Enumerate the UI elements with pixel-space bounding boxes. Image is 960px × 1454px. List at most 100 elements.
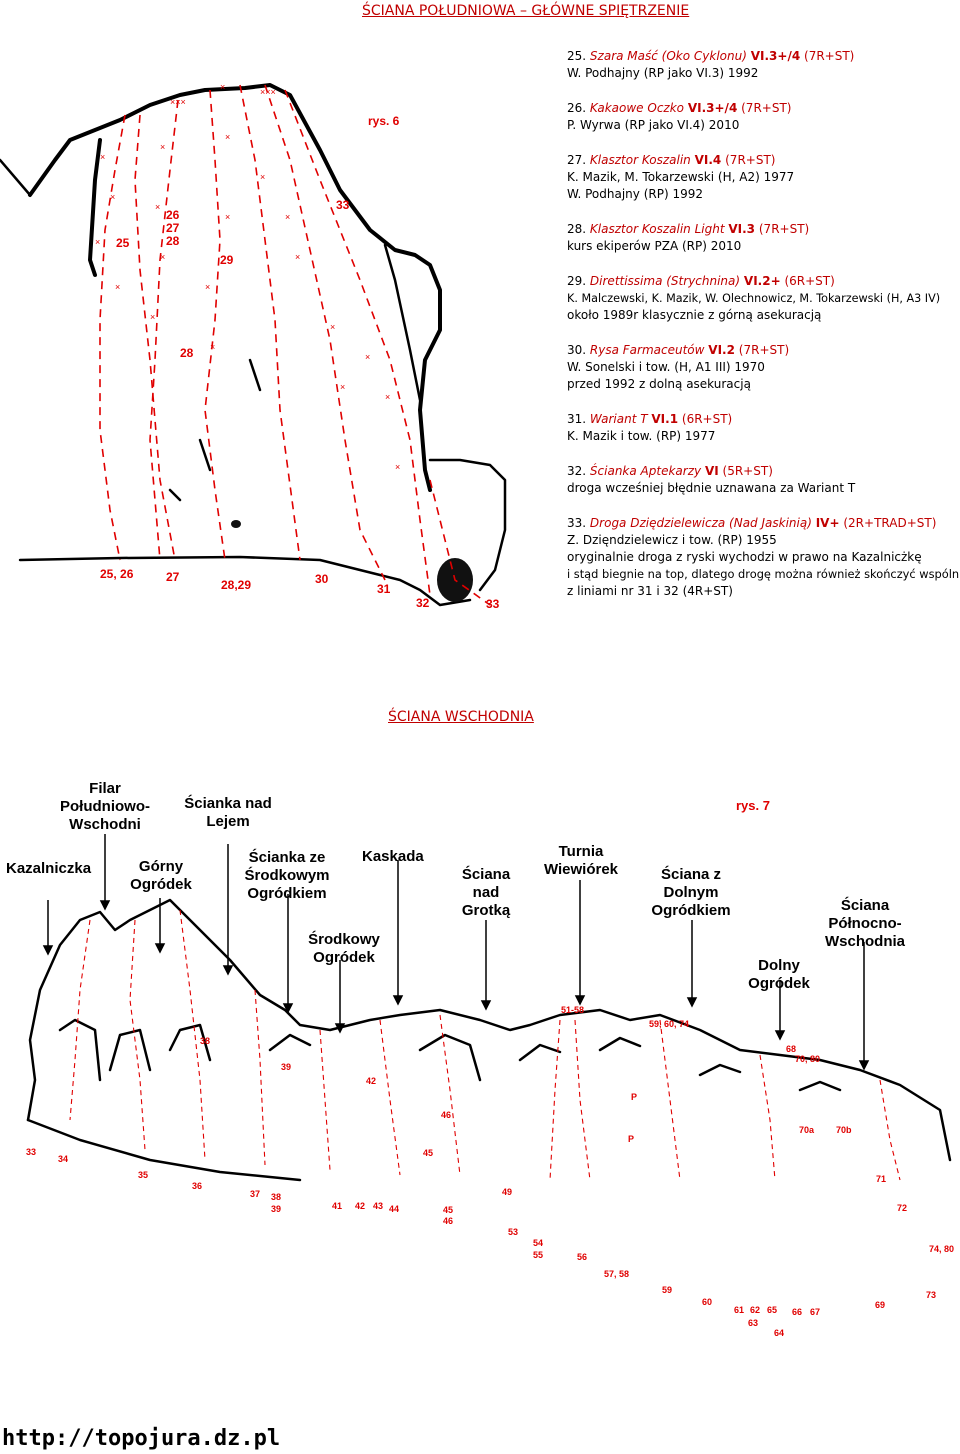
route-number-label: 39 (281, 1062, 292, 1072)
diagram-label: 25, 26 (100, 567, 134, 581)
route-number-label: 45 (443, 1205, 454, 1215)
area-label: Środkowy Ogródek (308, 931, 380, 966)
route-number-label: 53 (508, 1227, 519, 1237)
area-label: Turnia Wiewiórek (543, 843, 619, 878)
route-name: Direttissima (Strychnina) (589, 274, 741, 288)
route-name: Klasztor Koszalin Light (589, 222, 725, 236)
diagram-label: 26 (166, 208, 180, 222)
route-list: 25. Szara Maść (Oko Cyklonu) VI.3+/4 (7R… (567, 48, 960, 618)
diagram-label: 25 (116, 236, 130, 250)
route-number-label: 45 (423, 1148, 434, 1158)
diagram-label: 28 (180, 346, 194, 360)
route-number-label: 59, 60, 74 (649, 1019, 690, 1029)
route-name: Kakaowe Oczko (589, 101, 685, 115)
footer-url: http://topojura.dz.pl (2, 1426, 281, 1451)
route-note: droga wcześniej błędnie uznawana za Wari… (567, 481, 856, 495)
route-note: z liniami nr 31 i 32 (4R+ST) (567, 584, 733, 598)
svg-text:×: × (385, 392, 390, 402)
svg-text:×: × (100, 152, 105, 162)
svg-text:×××: ××× (260, 87, 276, 97)
route-number-label: 70, 80 (795, 1054, 821, 1064)
route-first-ascent: W. Podhajny (RP jako VI.3) 1992 (567, 66, 759, 80)
route-number-label: 36 (192, 1181, 203, 1191)
route-grade: IV+ (815, 516, 840, 530)
route-number-label: P (631, 1092, 638, 1102)
route-first-ascent: kurs ekiperów PZA (RP) 2010 (567, 239, 742, 253)
route-protection: (6R+ST) (681, 412, 733, 426)
route-number-label: 46 (441, 1110, 452, 1120)
figure-label-rys6: rys. 6 (368, 114, 400, 128)
route-protection: (7R+ST) (804, 49, 855, 63)
diagram-label: 32 (416, 596, 430, 610)
area-label: Filar Południowo-Wschodni (60, 780, 150, 833)
svg-text:×: × (220, 82, 225, 92)
route-num: 25. (567, 49, 587, 63)
route-number-label: 42 (366, 1076, 377, 1086)
figure-label-rys7: rys. 7 (736, 798, 770, 813)
route-grade: VI.2+ (743, 274, 781, 288)
route-number-label: 46 (443, 1216, 454, 1226)
route-number-label: 49 (502, 1187, 513, 1197)
route-number-label: 54 (533, 1238, 544, 1248)
diagram-label: 33 (486, 597, 500, 611)
route-first-ascent: około 1989r klasycznie z górną asekuracj… (567, 308, 822, 322)
svg-text:×: × (225, 212, 230, 222)
route-first-ascent: K. Mazik i tow. (RP) 1977 (567, 429, 716, 443)
route-grade: VI.3+/4 (750, 49, 801, 63)
route-first-ascent: P. Wyrwa (RP jako VI.4) 2010 (567, 118, 740, 132)
svg-text:×: × (110, 192, 115, 202)
route-number-label: 65 (767, 1305, 778, 1315)
route-grade: VI.3+/4 (687, 101, 738, 115)
route-number-label: 69 (875, 1300, 886, 1310)
svg-text:×: × (285, 212, 290, 222)
route-number-label: 61 (734, 1305, 745, 1315)
route-first-ascent: W. Sonelski i tow. (H, A1 III) 1970 (567, 360, 765, 374)
diagram-label: 29 (220, 253, 234, 267)
svg-text:×××: ××× (170, 97, 186, 107)
svg-text:×: × (160, 252, 165, 262)
route-number-label: 71 (876, 1174, 887, 1184)
diagram-label: 28 (166, 234, 180, 248)
route-number-label: 66 (792, 1307, 803, 1317)
route-num: 32. (567, 464, 587, 478)
route-number-label: 43 (373, 1201, 384, 1211)
route-number-label: 42 (355, 1201, 366, 1211)
svg-text:×: × (225, 132, 230, 142)
route-protection: (7R+ST) (725, 153, 776, 167)
diagram-label: 27 (166, 221, 180, 235)
area-label: Ścianka nad Lejem (184, 795, 272, 830)
diagram-label: 33 (336, 198, 350, 212)
route-name: Szara Maść (Oko Cyklonu) (589, 49, 747, 63)
route-first-ascent: K. Mazik, M. Tokarzewski (H, A2) 1977 (567, 170, 795, 184)
area-label: Kazalniczka (6, 860, 92, 877)
svg-text:×: × (365, 352, 370, 362)
area-label: Górny Ogródek (130, 858, 192, 893)
route-grade: VI (704, 464, 719, 478)
east-wall-diagram (26, 834, 952, 1182)
route-num: 26. (567, 101, 587, 115)
route-name: Wariant T (589, 412, 648, 426)
route-number-label: 67 (810, 1307, 821, 1317)
route-num: 27. (567, 153, 587, 167)
route-num: 28. (567, 222, 587, 236)
route-note: oryginalnie droga z ryski wychodzi w pra… (567, 550, 922, 564)
route-number-label: 38 (200, 1036, 211, 1046)
south-wall-title: ŚCIANA POŁUDNIOWA – GŁÓWNE SPIĘTRZENIE (362, 3, 690, 19)
svg-text:×: × (340, 382, 345, 392)
route-item: 30. Rysa Farmaceutów VI.2 (7R+ST) W. Son… (567, 342, 960, 393)
diagram-label: 31 (377, 582, 391, 596)
route-num: 30. (567, 343, 587, 357)
route-number-label: 63 (748, 1318, 759, 1328)
svg-text:×: × (160, 142, 165, 152)
svg-text:×: × (205, 282, 210, 292)
svg-text:×: × (155, 202, 160, 212)
route-name: Klasztor Koszalin (589, 153, 691, 167)
svg-text:×: × (330, 322, 335, 332)
route-name: Ścianka Aptekarzy (589, 464, 702, 478)
area-label: Dolny Ogródek (748, 957, 810, 992)
route-number-label: 34 (58, 1154, 69, 1164)
route-protection: (7R+ST) (741, 101, 792, 115)
route-grade: VI.3 (728, 222, 756, 236)
route-number-label: 33 (26, 1147, 37, 1157)
route-protection: (5R+ST) (722, 464, 773, 478)
